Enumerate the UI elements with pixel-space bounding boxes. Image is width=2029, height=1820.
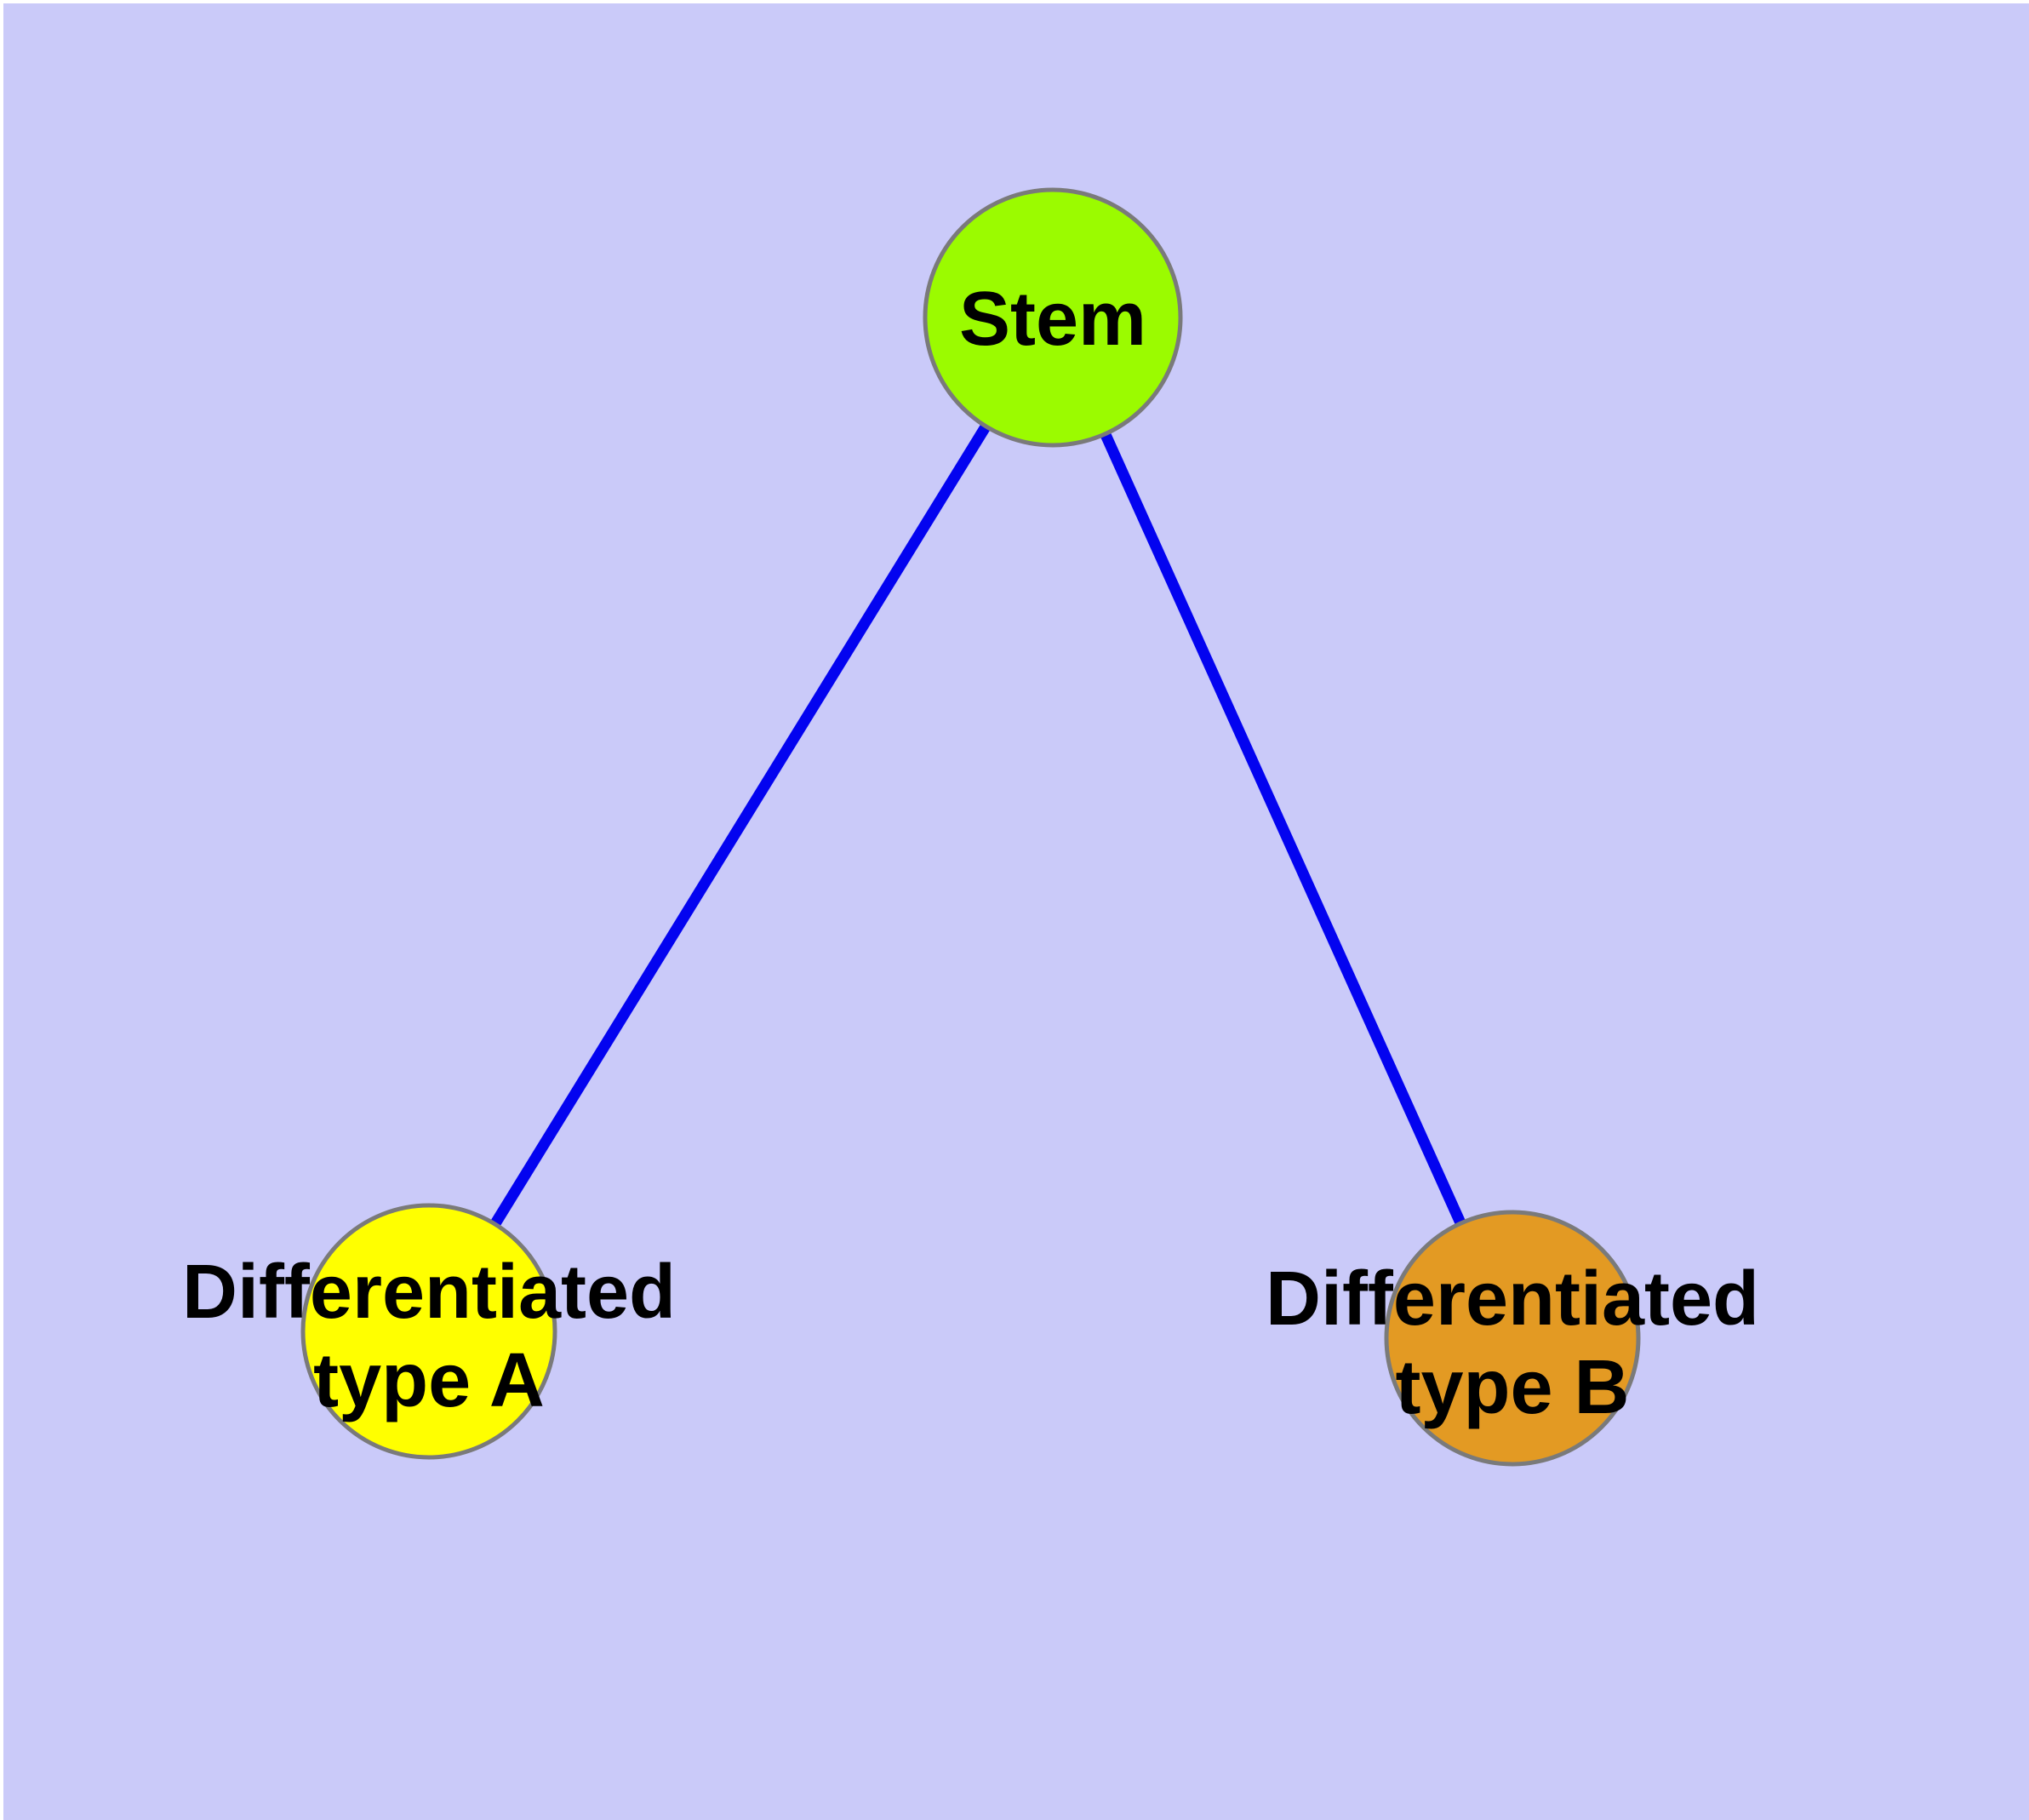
node-stem-circle [923,187,1183,448]
node-type-b-label-line2: type B [1395,1345,1629,1430]
frame-strip-top [0,0,2029,3]
node-type-b-circle [1384,1210,1641,1467]
node-type-b-label-line1: Differentiated [1266,1256,1759,1342]
node-type-a-label-line1: Differentiated [182,1250,676,1335]
node-type-a-label-line2: type A [313,1338,545,1423]
node-type-a-circle [300,1203,557,1460]
edge-stem-to-type-a [424,314,1058,1335]
frame-strip-left [0,0,3,1820]
node-stem-label: Stem [959,277,1146,362]
edge-stem-to-type-b [1048,315,1517,1341]
